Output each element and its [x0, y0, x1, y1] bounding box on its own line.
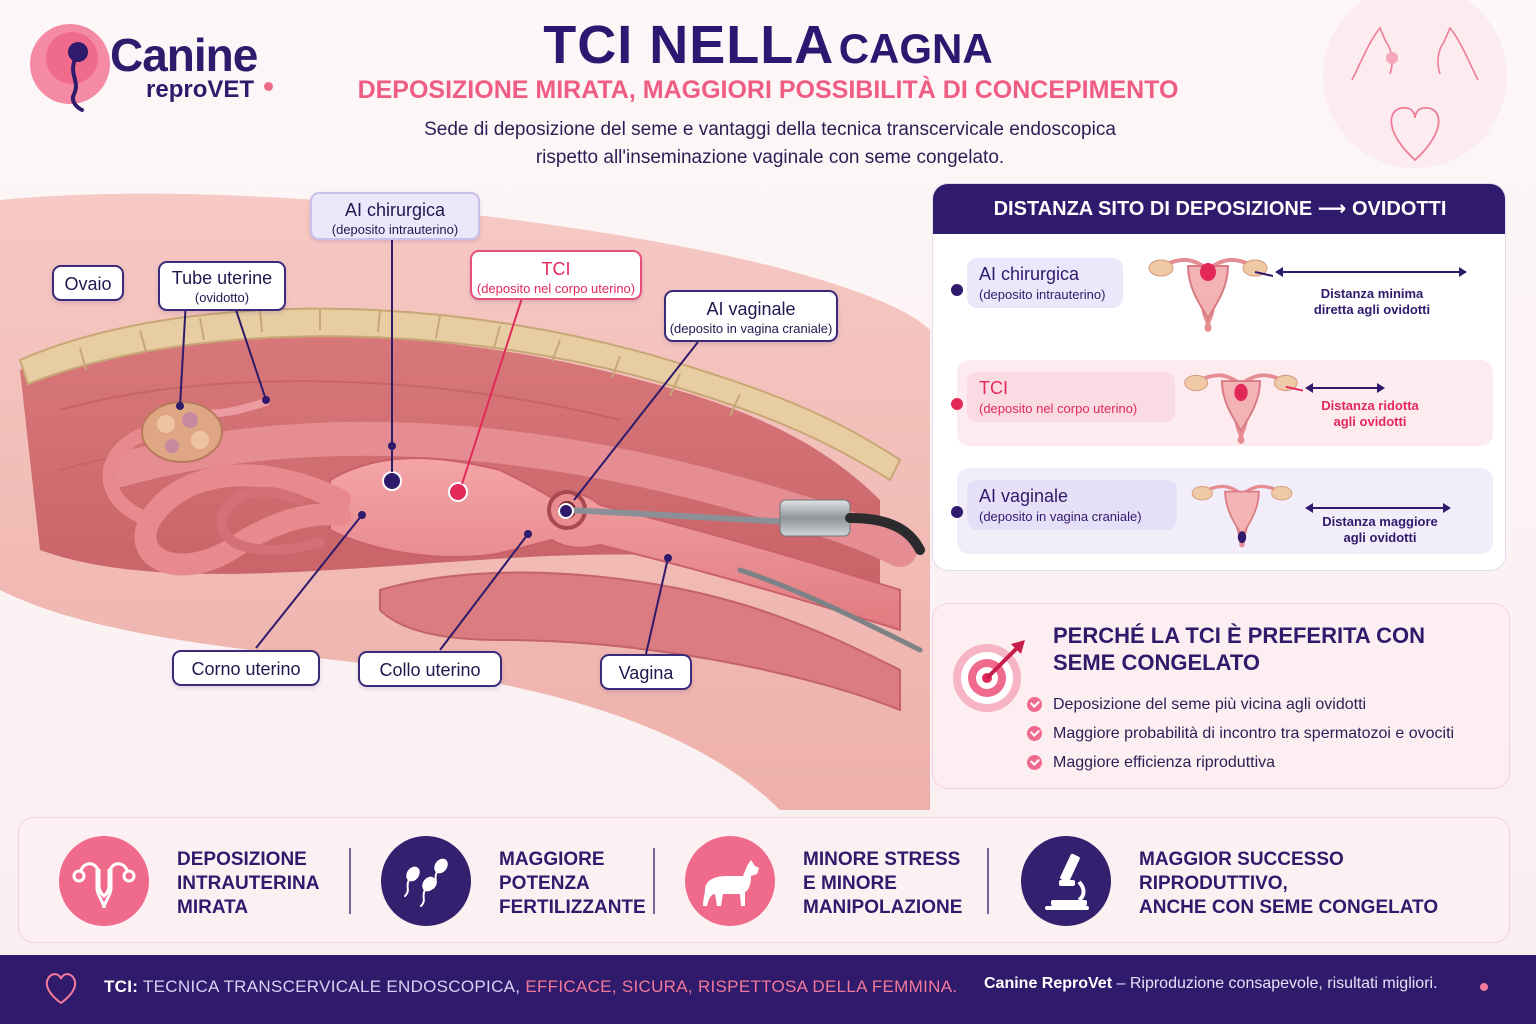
brand-subname: reproVET	[146, 76, 255, 103]
label-vagina: Vagina	[600, 654, 692, 690]
brand-dot	[264, 82, 273, 91]
footer-tagline: TCI: TECNICA TRANSCERVICALE ENDOSCOPICA,…	[104, 977, 958, 996]
benefit-item: MAGGIOR SUCCESSO RIPRODUTTIVO, ANCHE CON…	[1021, 836, 1491, 926]
target-icon	[953, 640, 1025, 712]
why-title: PERCHÉ LA TCI È PREFERITA CON SEME CONGE…	[1053, 623, 1425, 675]
uterus-icon	[1148, 258, 1273, 332]
title-rest: CAGNA	[838, 25, 993, 72]
uterus-icon	[59, 836, 149, 926]
benefit-item: MAGGIORE POTENZA FERTILIZZANTE	[381, 836, 661, 926]
row-chip: TCI (deposito nel corpo uterino)	[967, 372, 1175, 422]
marker-tci	[448, 482, 468, 502]
uterine-tract	[329, 457, 901, 632]
check-icon	[1027, 697, 1042, 712]
benefit-text: MAGGIOR SUCCESSO RIPRODUTTIVO, ANCHE CON…	[1139, 849, 1439, 918]
check-icon	[1027, 726, 1042, 741]
divider	[987, 848, 989, 914]
title-main: TCI NELLA	[543, 15, 835, 75]
why-item: Maggiore probabilità di incontro tra spe…	[1027, 725, 1454, 743]
distance-label: Distanza maggiore agli ovidotti	[1322, 514, 1438, 545]
heart-icon	[45, 973, 77, 1005]
page-intro: Sede di deposizione del seme e vantaggi …	[340, 116, 1200, 172]
uterus-icon	[1184, 373, 1303, 445]
marker-ai-chirurgica	[382, 471, 402, 491]
brand-name: Canine	[110, 29, 258, 81]
row-bullet	[951, 506, 963, 518]
page-title: TCI NELLA CAGNA	[0, 14, 1536, 76]
benefit-text: MINORE STRESS E MINORE MANIPOLAZIONE	[803, 849, 963, 918]
benefit-text: DEPOSIZIONE INTRAUTERINA MIRATA	[177, 849, 320, 918]
footer-brand: Canine ReproVet – Riproduzione consapevo…	[984, 975, 1438, 992]
benefit-item: MINORE STRESS E MINORE MANIPOLAZIONE	[685, 836, 975, 926]
label-ovaio: Ovaio	[52, 265, 124, 301]
label-tube-uterine: Tube uterine (ovidotto)	[158, 261, 286, 311]
page-subtitle: DEPOSIZIONE MIRATA, MAGGIORI POSSIBILITÀ…	[357, 76, 1179, 104]
check-icon	[1027, 755, 1042, 770]
dog-icon	[685, 836, 775, 926]
why-tci-panel: PERCHÉ LA TCI È PREFERITA CON SEME CONGE…	[932, 603, 1510, 789]
benefits-strip: DEPOSIZIONE INTRAUTERINA MIRATA MAGGIORE…	[18, 817, 1510, 943]
why-item: Maggiore efficienza riproduttiva	[1027, 754, 1275, 772]
distance-panel: DISTANZA SITO DI DEPOSIZIONE ⟶ OVIDOTTI …	[932, 183, 1506, 571]
label-corno-uterino: Corno uterino	[172, 650, 320, 686]
footer-bar: TCI: TECNICA TRANSCERVICALE ENDOSCOPICA,…	[0, 955, 1536, 1024]
divider	[349, 848, 351, 914]
label-collo-uterino: Collo uterino	[358, 651, 502, 687]
microscope-icon	[1021, 836, 1111, 926]
sperm-icon	[381, 836, 471, 926]
distance-row-tci: TCI (deposito nel corpo uterino) Distanz…	[951, 360, 1493, 446]
label-ai-chirurgica: AI chirurgica (deposito intrauterino)	[310, 192, 480, 240]
distance-label: Distanza ridotta agli ovidotti	[1321, 398, 1419, 429]
benefit-text: MAGGIORE POTENZA FERTILIZZANTE	[499, 849, 646, 918]
row-chip: AI vaginale (deposito in vagina craniale…	[967, 480, 1177, 530]
spine	[18, 307, 902, 482]
distance-arrow	[1275, 267, 1467, 277]
distance-panel-title: DISTANZA SITO DI DEPOSIZIONE ⟶ OVIDOTTI	[933, 184, 1505, 234]
distance-row-ai-vaginale: AI vaginale (deposito in vagina craniale…	[951, 468, 1493, 554]
footer-dot	[1480, 983, 1488, 991]
label-tci: TCI (deposito nel corpo uterino)	[470, 250, 642, 300]
dog-heart-icon	[1323, 0, 1507, 168]
row-chip: AI chirurgica (deposito intrauterino)	[967, 258, 1123, 308]
distance-label: Distanza minima diretta agli ovidotti	[1313, 286, 1431, 317]
label-ai-vaginale: AI vaginale (deposito in vagina craniale…	[664, 290, 838, 342]
intro-line-2: rispetto all'inseminazione vaginale con …	[535, 147, 1005, 168]
distance-row-ai-chirurgica: AI chirurgica (deposito intrauterino) Di…	[951, 246, 1493, 332]
brand-logo-mark	[30, 24, 110, 112]
marker-ai-vaginale	[558, 503, 574, 519]
endoscope-handle	[779, 499, 851, 537]
divider	[653, 848, 655, 914]
endoscope-shaft	[569, 507, 791, 525]
distance-arrow	[1305, 503, 1451, 513]
row-bullet	[951, 398, 963, 410]
uterine-horn	[134, 464, 351, 576]
intro-line-1: Sede di deposizione del seme e vantaggi …	[424, 119, 1116, 140]
benefit-item: DEPOSIZIONE INTRAUTERINA MIRATA	[59, 836, 359, 926]
canine-reproductive-anatomy	[0, 193, 930, 810]
distance-arrow	[1305, 383, 1385, 393]
endoscope-cable	[845, 513, 925, 555]
ovary	[141, 401, 223, 463]
uterus-icon	[1191, 484, 1293, 548]
why-item: Deposizione del seme più vicina agli ovi…	[1027, 696, 1366, 714]
row-bullet	[951, 284, 963, 296]
